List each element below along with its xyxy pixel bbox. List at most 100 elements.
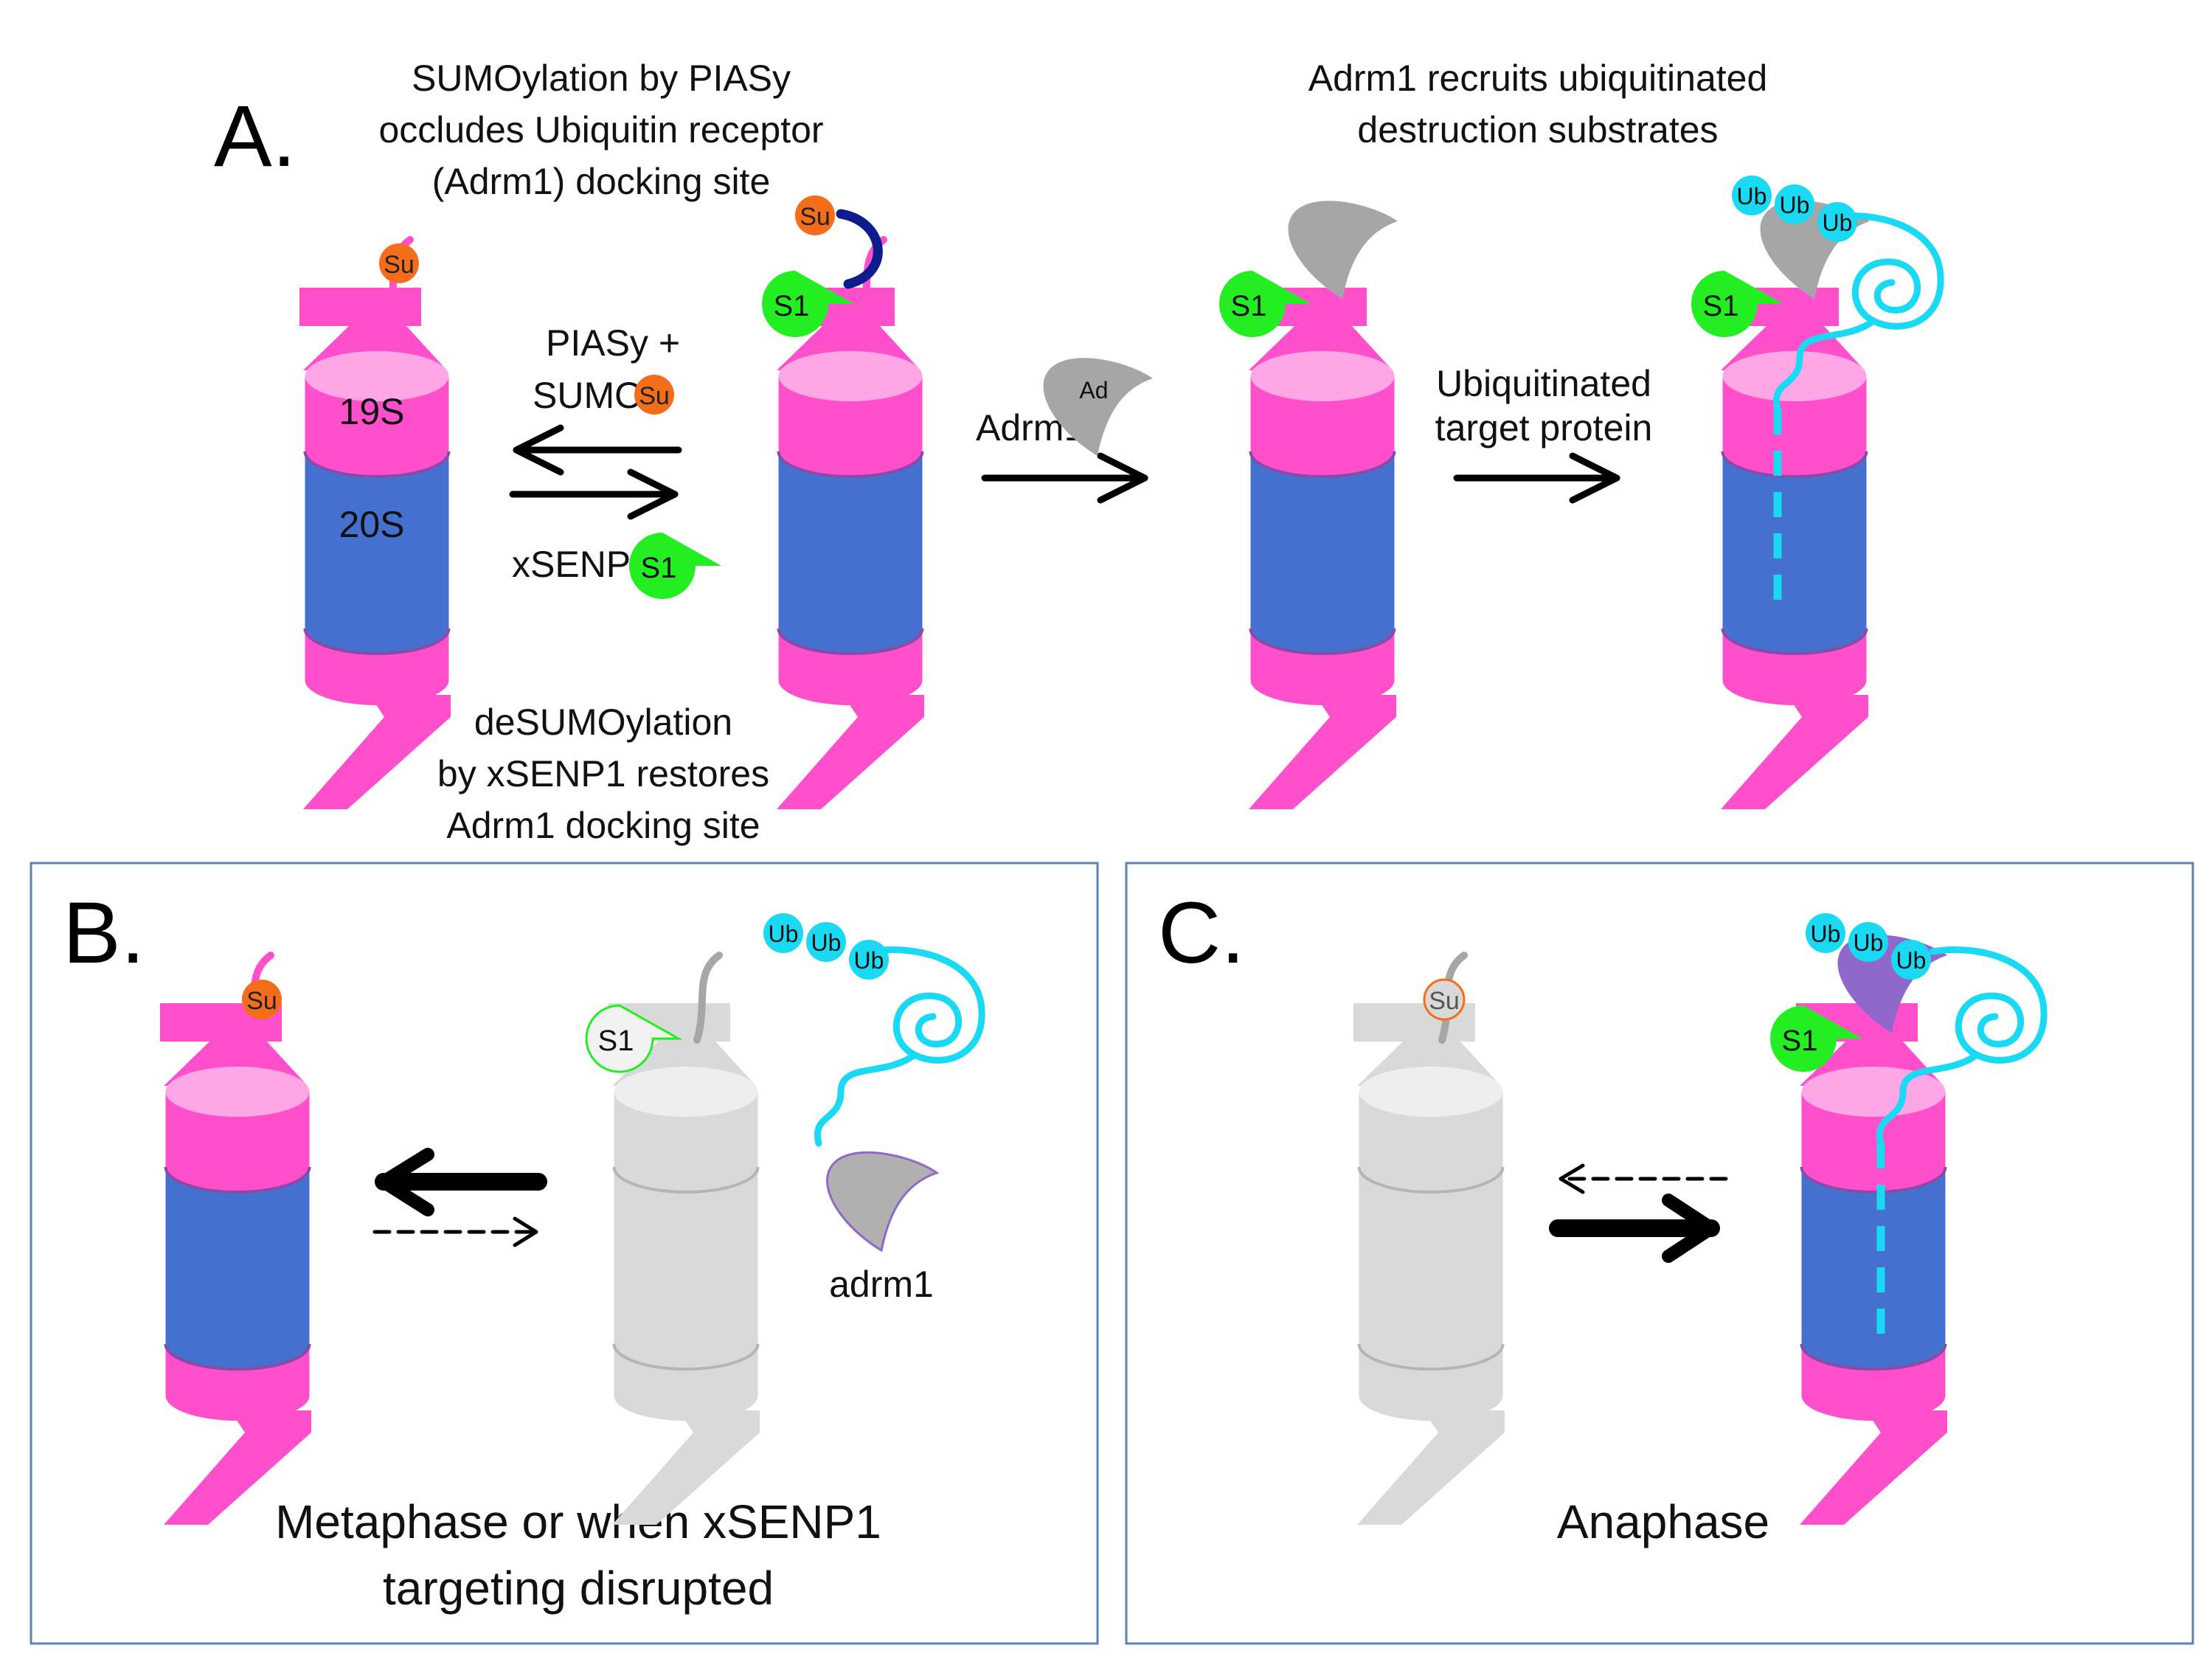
s1-tag-label: S1 [1231, 290, 1267, 322]
seam-upper [1721, 451, 1868, 478]
label-19s: 19S [339, 391, 405, 432]
equilibrium-arrows-b [372, 1148, 547, 1247]
sumo-tag-label: Su [639, 382, 670, 410]
seam-upper [1249, 451, 1396, 478]
ubiquitin-tag-label: Ub [1823, 209, 1853, 236]
arrow-adrm1 [981, 452, 1148, 504]
seam-upper [1800, 1166, 1947, 1194]
substrate-chain [814, 946, 985, 1147]
core-20s [1250, 451, 1395, 654]
panel-a-letter: A. [214, 88, 297, 185]
base-flag [164, 1410, 311, 1525]
seam-upper [164, 1166, 311, 1194]
ubiquitin-tag-label: Ub [1896, 947, 1927, 974]
proteasome-b-active: Su [160, 952, 311, 1525]
panel-c-letter: C. [1158, 884, 1245, 982]
label-target-protein: target protein [1435, 407, 1653, 448]
ubiquitin-icon [1817, 202, 1857, 242]
cap-19s-bottom [1359, 1344, 1503, 1421]
caption-anaphase: Anaphase [1557, 1495, 1769, 1548]
cap-top [1359, 1067, 1503, 1117]
s1-tag-label: S1 [598, 1025, 634, 1057]
svg-text:occludes Ubiquitin receptor: occludes Ubiquitin receptor [378, 109, 823, 150]
cap-19s [778, 376, 923, 477]
seam-lower [1800, 1343, 1947, 1371]
cap-top [1250, 351, 1395, 401]
cap-19s [1359, 1092, 1503, 1192]
s1-icon [762, 271, 854, 337]
svg-text:Metaphase or when xSENP1: Metaphase or when xSENP1 [275, 1495, 881, 1548]
ubiquitin-icon [1732, 176, 1772, 215]
ubiquitin-tag-label: Ub [811, 929, 842, 956]
proteasome-s1-bound: S1 Su [762, 195, 924, 809]
equilibrium-arrows-c [1549, 1163, 1728, 1263]
seam-lower [164, 1343, 311, 1371]
lid-tail [693, 952, 723, 1044]
seam-upper [777, 451, 924, 478]
seam-lower [777, 628, 924, 655]
cap-top [778, 351, 923, 401]
sumo-tag-label: Su [800, 203, 831, 231]
substrate-chain [1876, 946, 2048, 1147]
base-flag [1800, 1410, 1947, 1525]
ubiquitin-tag-label: Ub [1780, 192, 1810, 218]
svg-text:by xSENP1 restores: by xSENP1 restores [437, 753, 769, 794]
ubiquitin-icon [849, 940, 889, 980]
base-flag [1721, 695, 1868, 809]
cap-19s [1250, 376, 1395, 477]
lid-flag [160, 1003, 308, 1086]
label-20s: 20S [339, 504, 405, 545]
cap-19s-bottom [165, 1344, 310, 1421]
ubiquitin-tag-label: Ub [1737, 183, 1767, 209]
s1-tag-label: S1 [774, 290, 810, 322]
lid-flag [1353, 1003, 1501, 1086]
core-20s [305, 451, 449, 654]
svg-text:targeting disrupted: targeting disrupted [383, 1562, 774, 1615]
ubiquitin-icon [806, 922, 846, 962]
substrate-chain [1772, 212, 1944, 413]
proteasome-adrm1-bound: S1 [1219, 201, 1398, 809]
ubiquitin-icon [763, 913, 803, 953]
equilibrium-arrows-a [509, 424, 682, 520]
sumo-icon [379, 243, 419, 283]
caption-desumoylation: deSUMOylation by xSENP1 restores Adrm1 d… [437, 702, 769, 846]
caption-adrm1-recruits: Adrm1 recruits ubiquitinated destruction… [1308, 58, 1768, 150]
seam-lower [303, 628, 451, 655]
svg-text:SUMOylation by PIASy: SUMOylation by PIASy [412, 58, 791, 99]
label-piasy: PIASy + [546, 322, 680, 364]
ubiquitin-tag-label: Ub [1811, 921, 1841, 947]
ubiquitin-icon [1775, 184, 1814, 224]
caption-sumoylation: SUMOylation by PIASy occludes Ubiquitin … [378, 58, 823, 202]
free-adrm1-icon: Ad [1043, 358, 1153, 456]
ubiquitin-icon [1806, 913, 1845, 953]
base-flag [1249, 695, 1396, 809]
ubiquitin-tag-label: Ub [1854, 929, 1884, 956]
core-20s [165, 1167, 310, 1369]
s1-icon [1691, 271, 1783, 337]
s1-icon [629, 533, 721, 599]
cap-19s [165, 1092, 310, 1192]
core-20s [1801, 1167, 1946, 1369]
sumo-icon [242, 980, 282, 1019]
cap-19s [614, 1092, 758, 1192]
svg-text:Adrm1 docking site: Adrm1 docking site [446, 805, 760, 846]
svg-text:(Adrm1) docking site: (Adrm1) docking site [432, 161, 771, 202]
sumo-tag-label: Su [384, 251, 415, 279]
ubiquitin-icon [1891, 940, 1931, 980]
label-ubiquitinated: Ubiquitinated [1436, 363, 1651, 404]
seam-upper [1357, 1166, 1505, 1194]
seam-upper [303, 451, 451, 478]
core-20s [1722, 451, 1867, 654]
sumo-tag-label: Su [1429, 987, 1460, 1015]
s1-icon [585, 1004, 683, 1073]
cap-19s-bottom [1722, 628, 1867, 705]
seam-lower [1249, 628, 1396, 655]
s1-tag-label: S1 [1782, 1025, 1818, 1057]
sumo-icon [1423, 978, 1466, 1021]
base-flag [1357, 1410, 1505, 1525]
seam-lower [1357, 1343, 1505, 1371]
label-xsenp1: xSENP1 [512, 544, 651, 585]
core-20s [614, 1167, 758, 1369]
ubiquitin-tag-label: Ub [854, 947, 884, 974]
